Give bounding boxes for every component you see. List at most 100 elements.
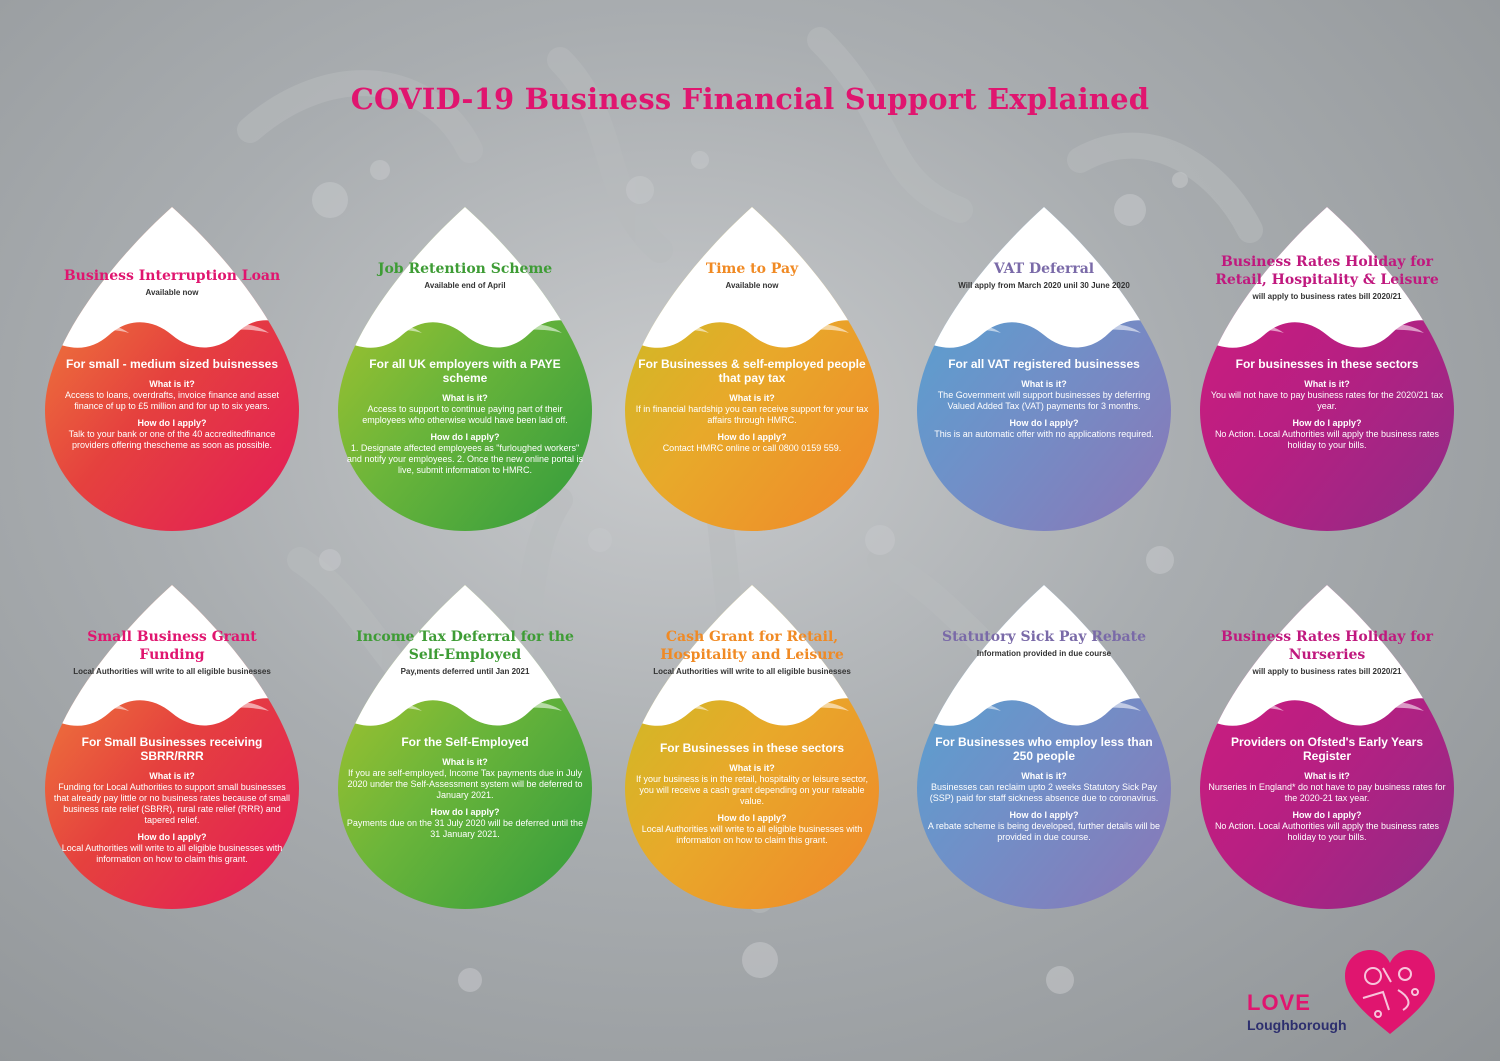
drop-shape [1200, 207, 1454, 531]
drop-shape [625, 207, 879, 531]
drop-shape [338, 585, 592, 909]
card-header: Income Tax Deferral for the Self-Employe… [350, 628, 580, 677]
how-answer: Payments due on the 31 July 2020 will be… [346, 818, 584, 839]
card-audience: For all VAT registered businesses [948, 357, 1140, 371]
what-question: What is it? [729, 763, 775, 773]
what-question: What is it? [1021, 771, 1067, 781]
what-answer: If in financial hardship you can receive… [635, 404, 869, 425]
support-card: Income Tax Deferral for the Self-Employe… [334, 583, 596, 913]
drop-shape [45, 585, 299, 909]
how-answer: 1. Designate affected employees as "furl… [346, 443, 584, 475]
drop-gloss [370, 702, 562, 711]
drop-shape [625, 585, 879, 909]
what-question: What is it? [149, 379, 195, 389]
how-answer: Local Authorities will write to all elig… [641, 824, 863, 845]
card-audience: For Businesses & self-employed people th… [638, 357, 866, 385]
card-audience: Providers on Ofsted's Early Years Regist… [1230, 735, 1424, 763]
what-question: What is it? [149, 771, 195, 781]
drop-shape [917, 585, 1171, 909]
drop-gloss [77, 702, 269, 711]
card-audience: For all UK employers with a PAYE scheme [369, 357, 561, 385]
card-body: Providers on Ofsted's Early Years Regist… [1208, 735, 1446, 849]
card-audience: For businesses in these sectors [1235, 357, 1419, 371]
card-title: Business Rates Holiday for Retail, Hospi… [1215, 254, 1439, 288]
drop-gloss [1232, 702, 1424, 711]
how-question: How do I apply? [430, 807, 500, 817]
how-answer: Local Authorities will write to all elig… [61, 843, 283, 864]
what-answer: Businesses can reclaim upto 2 weeks Stat… [929, 782, 1159, 803]
drop-shape [1200, 585, 1454, 909]
card-availability: Information provided in due course [976, 649, 1112, 658]
how-answer: Contact HMRC online or call 0800 0159 55… [662, 443, 842, 453]
support-card: Business Rates Holiday for Retail, Hospi… [1196, 205, 1458, 535]
card-availability: Local Authorities will write to all elig… [653, 667, 851, 676]
drop-gloss [949, 702, 1141, 711]
card-body: For Small Businesses receiving SBRR/RRR W… [53, 735, 291, 871]
support-card: Cash Grant for Retail, Hospitality and L… [621, 583, 883, 913]
how-question: How do I apply? [137, 418, 207, 428]
how-answer: No Action. Local Authorities will apply … [1214, 821, 1440, 842]
how-question: How do I apply? [1292, 810, 1362, 820]
how-question: How do I apply? [1292, 418, 1362, 428]
support-card: Business Rates Holiday for Nurseries will… [1196, 583, 1458, 913]
what-question: What is it? [729, 393, 775, 403]
drop-gloss [949, 324, 1141, 333]
what-answer: Access to loans, overdrafts, invoice fin… [64, 390, 280, 411]
drop-gloss [77, 324, 269, 333]
card-header: Business Rates Holiday for Retail, Hospi… [1212, 253, 1442, 302]
card-audience: For the Self-Employed [401, 735, 529, 749]
drop-shape [338, 207, 592, 531]
card-availability: will apply to business rates bill 2020/2… [1252, 292, 1402, 301]
card-title: VAT Deferral [993, 261, 1095, 277]
heart-icon [1345, 950, 1435, 1034]
card-title: Cash Grant for Retail, Hospitality and L… [660, 629, 844, 663]
card-availability: Available now [145, 288, 199, 297]
card-audience: For Small Businesses receiving SBRR/RRR [81, 735, 263, 763]
what-answer: If your business is in the retail, hospi… [635, 774, 869, 806]
what-answer: Nurseries in England* do not have to pay… [1208, 782, 1446, 803]
what-answer: The Government will support businesses b… [937, 390, 1151, 411]
drop-gloss [1232, 324, 1424, 333]
card-title: Income Tax Deferral for the Self-Employe… [356, 629, 574, 663]
how-answer: No Action. Local Authorities will apply … [1214, 429, 1440, 450]
card-header: Business Rates Holiday for Nurseries will… [1212, 628, 1442, 677]
how-question: How do I apply? [717, 813, 787, 823]
card-header: Cash Grant for Retail, Hospitality and L… [637, 628, 867, 677]
drop-gloss [657, 702, 849, 711]
what-question: What is it? [1021, 379, 1067, 389]
card-audience: For Businesses in these sectors [659, 741, 845, 755]
what-answer: Access to support to continue paying par… [362, 404, 568, 425]
what-question: What is it? [1304, 771, 1350, 781]
card-availability: will apply to business rates bill 2020/2… [1252, 667, 1402, 676]
drop-gloss [370, 324, 562, 333]
how-answer: A rebate scheme is being developed, furt… [927, 821, 1161, 842]
drop-gloss [657, 324, 849, 333]
card-title: Business Interruption Loan [63, 268, 281, 284]
what-answer: You will not have to pay business rates … [1210, 390, 1444, 411]
what-question: What is it? [442, 393, 488, 403]
how-answer: Talk to your bank or one of the 40 accre… [68, 429, 276, 450]
card-availability: Available end of April [424, 281, 506, 290]
card-title: Business Rates Holiday for Nurseries [1221, 629, 1433, 663]
card-availability: Will apply from March 2020 unil 30 June … [958, 281, 1130, 290]
card-availability: Pay,ments deferred until Jan 2021 [400, 667, 530, 676]
how-question: How do I apply? [717, 432, 787, 442]
card-audience: For small - medium sized buisnesses [65, 357, 279, 371]
what-question: What is it? [442, 757, 488, 767]
what-answer: Funding for Local Authorities to support… [53, 782, 291, 825]
card-availability: Available now [725, 281, 779, 290]
